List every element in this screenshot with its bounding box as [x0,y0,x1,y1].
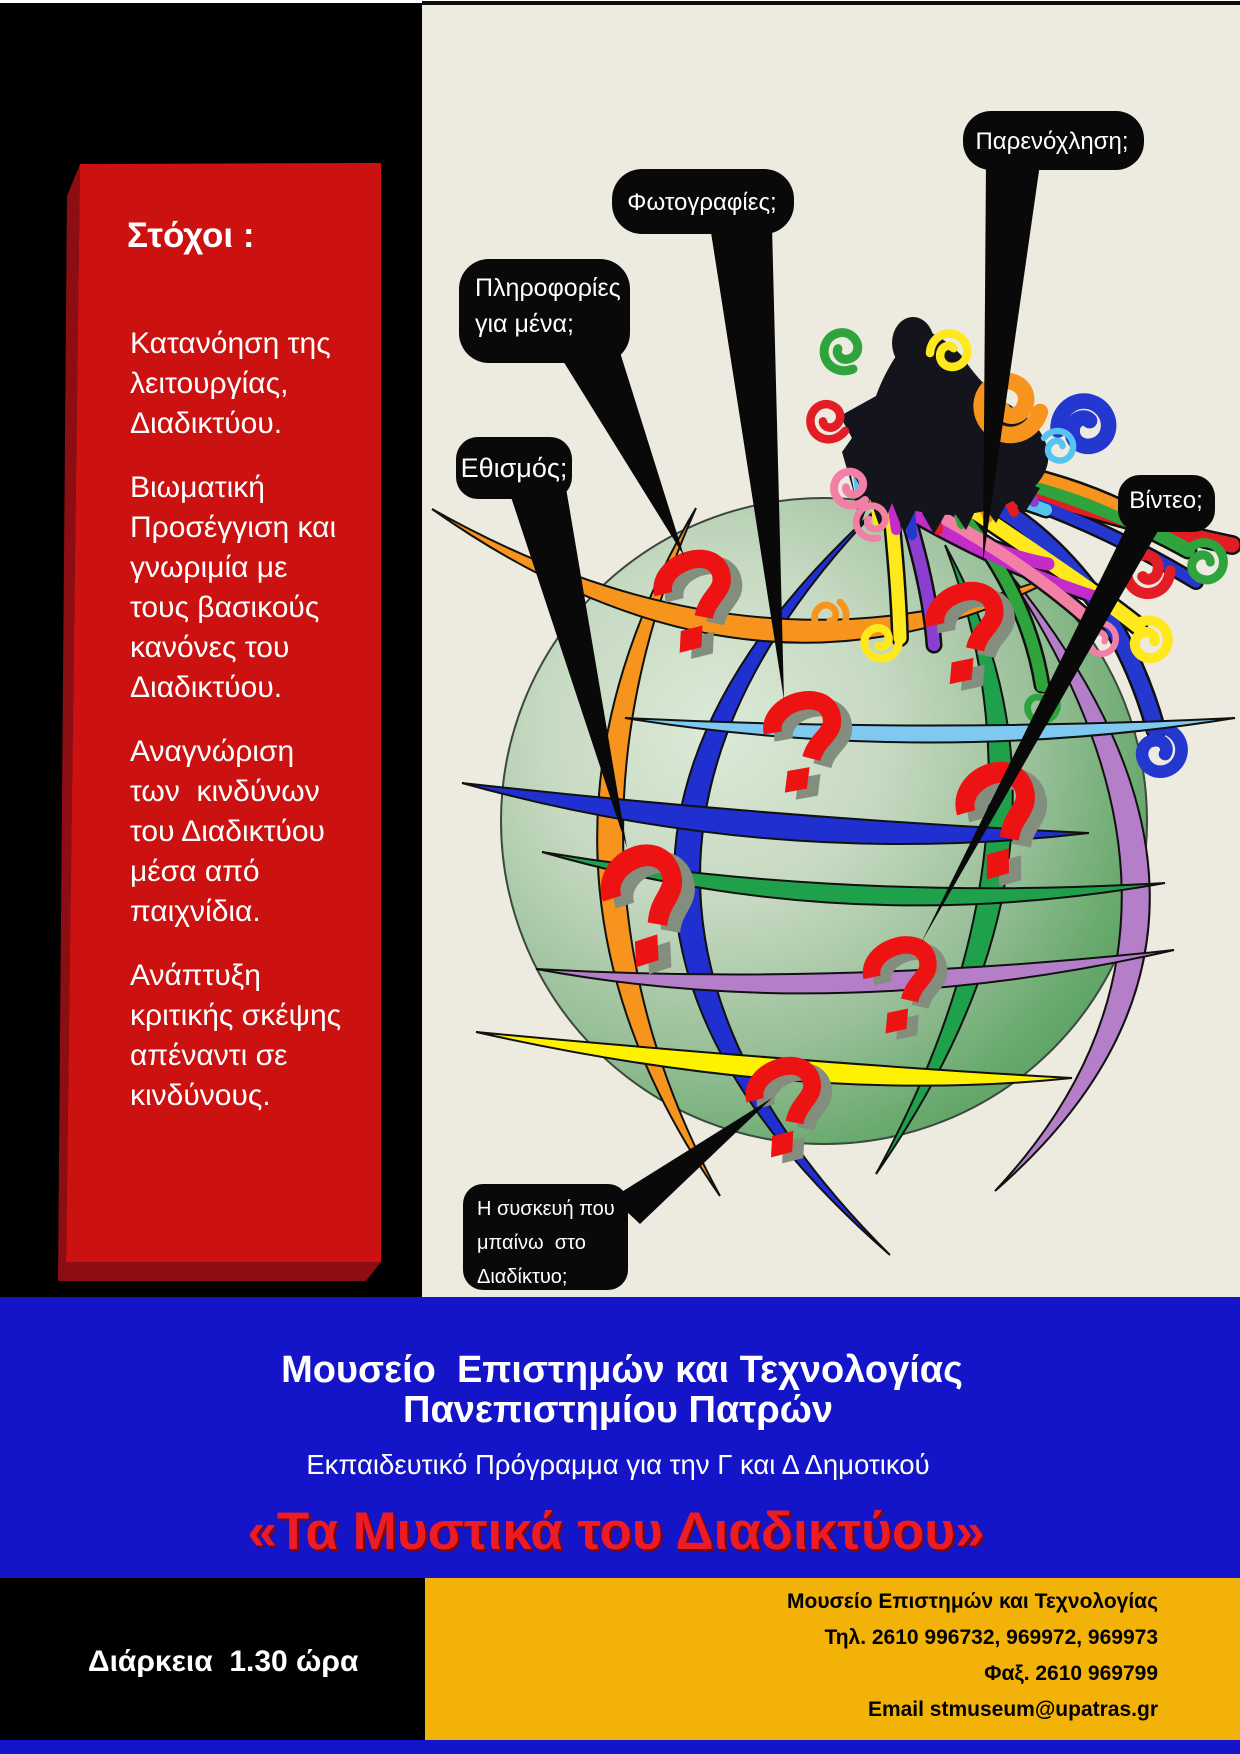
svg-text:για μένα;: για μένα; [475,310,574,338]
svg-text:Πληροφορίες: Πληροφορίες [475,274,621,302]
svg-text:Εθισμός;: Εθισμός; [461,453,568,483]
svg-text:Φωτογραφίες;: Φωτογραφίες; [627,189,776,216]
svg-text:Παρενόχληση;: Παρενόχληση; [975,128,1128,155]
svg-text:Βίντεο;: Βίντεο; [1129,487,1203,514]
svg-text:μπαίνω στο: μπαίνω στο [477,1232,586,1254]
svg-text:Η συσκευή που: Η συσκευή που [477,1198,615,1220]
svg-text:Διαδίκτυο;: Διαδίκτυο; [477,1266,567,1288]
